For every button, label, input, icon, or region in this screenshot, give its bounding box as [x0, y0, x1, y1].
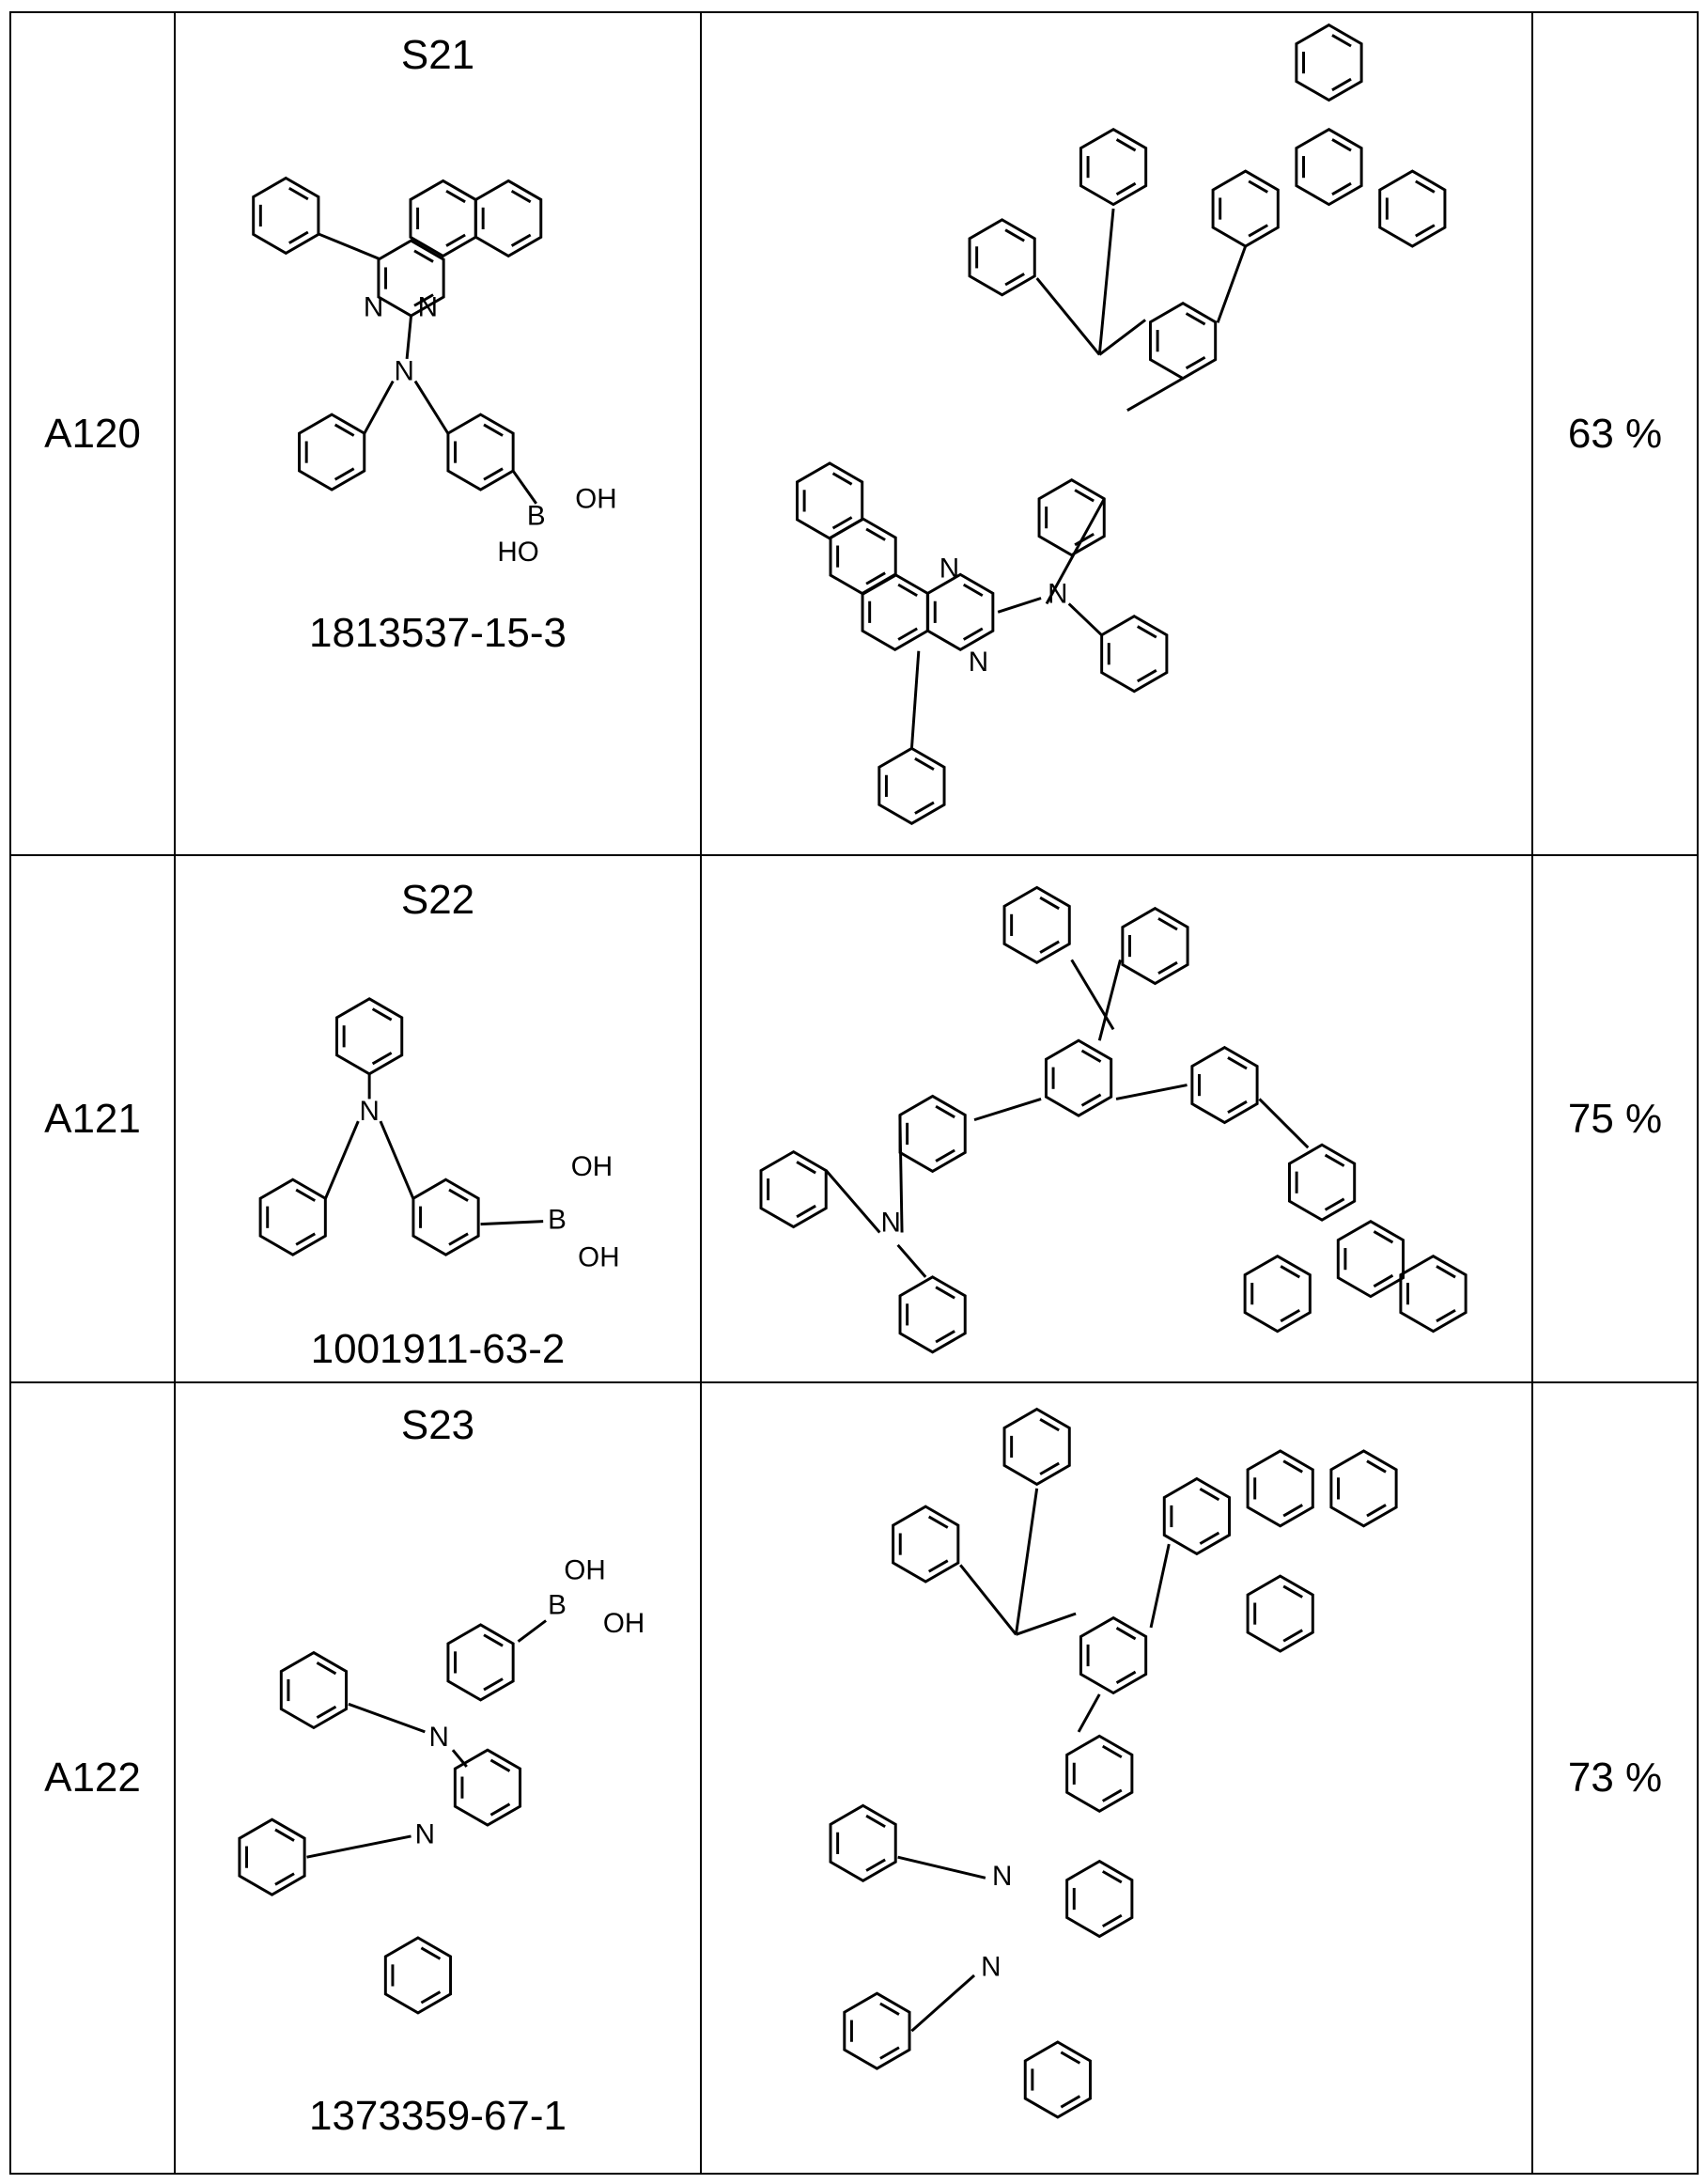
product-structure-cell — [701, 1382, 1532, 2174]
compound-id-cell: A120 — [10, 12, 175, 855]
yield-value: 73 % — [1533, 1383, 1697, 2173]
reaction-table: A120 S21 1813537-15-3 63 % A121 S22 1001… — [9, 11, 1699, 2175]
reagent-cell: S21 1813537-15-3 — [175, 12, 701, 855]
compound-id: A122 — [11, 1383, 174, 2173]
cas-number: 1813537-15-3 — [176, 610, 700, 657]
cas-number: 1001911-63-2 — [176, 1326, 700, 1373]
table-row: A120 S21 1813537-15-3 63 % — [10, 12, 1698, 855]
reagent-cell: S23 1373359-67-1 — [175, 1382, 701, 2174]
reagent-cell: S22 1001911-63-2 — [175, 855, 701, 1382]
reagent-label: S21 — [176, 32, 700, 79]
compound-id-cell: A121 — [10, 855, 175, 1382]
yield-value: 63 % — [1533, 13, 1697, 854]
reagent-label: S23 — [176, 1402, 700, 1449]
yield-cell: 75 % — [1532, 855, 1698, 1382]
product-structure-cell — [701, 855, 1532, 1382]
yield-cell: 63 % — [1532, 12, 1698, 855]
compound-id: A120 — [11, 13, 174, 854]
table-row: A122 S23 1373359-67-1 73 % — [10, 1382, 1698, 2174]
reagent-label: S22 — [176, 877, 700, 924]
yield-value: 75 % — [1533, 856, 1697, 1381]
table-row: A121 S22 1001911-63-2 75 % — [10, 855, 1698, 1382]
compound-id-cell: A122 — [10, 1382, 175, 2174]
cas-number: 1373359-67-1 — [176, 2093, 700, 2140]
product-structure-cell — [701, 12, 1532, 855]
compound-id: A121 — [11, 856, 174, 1381]
yield-cell: 73 % — [1532, 1382, 1698, 2174]
